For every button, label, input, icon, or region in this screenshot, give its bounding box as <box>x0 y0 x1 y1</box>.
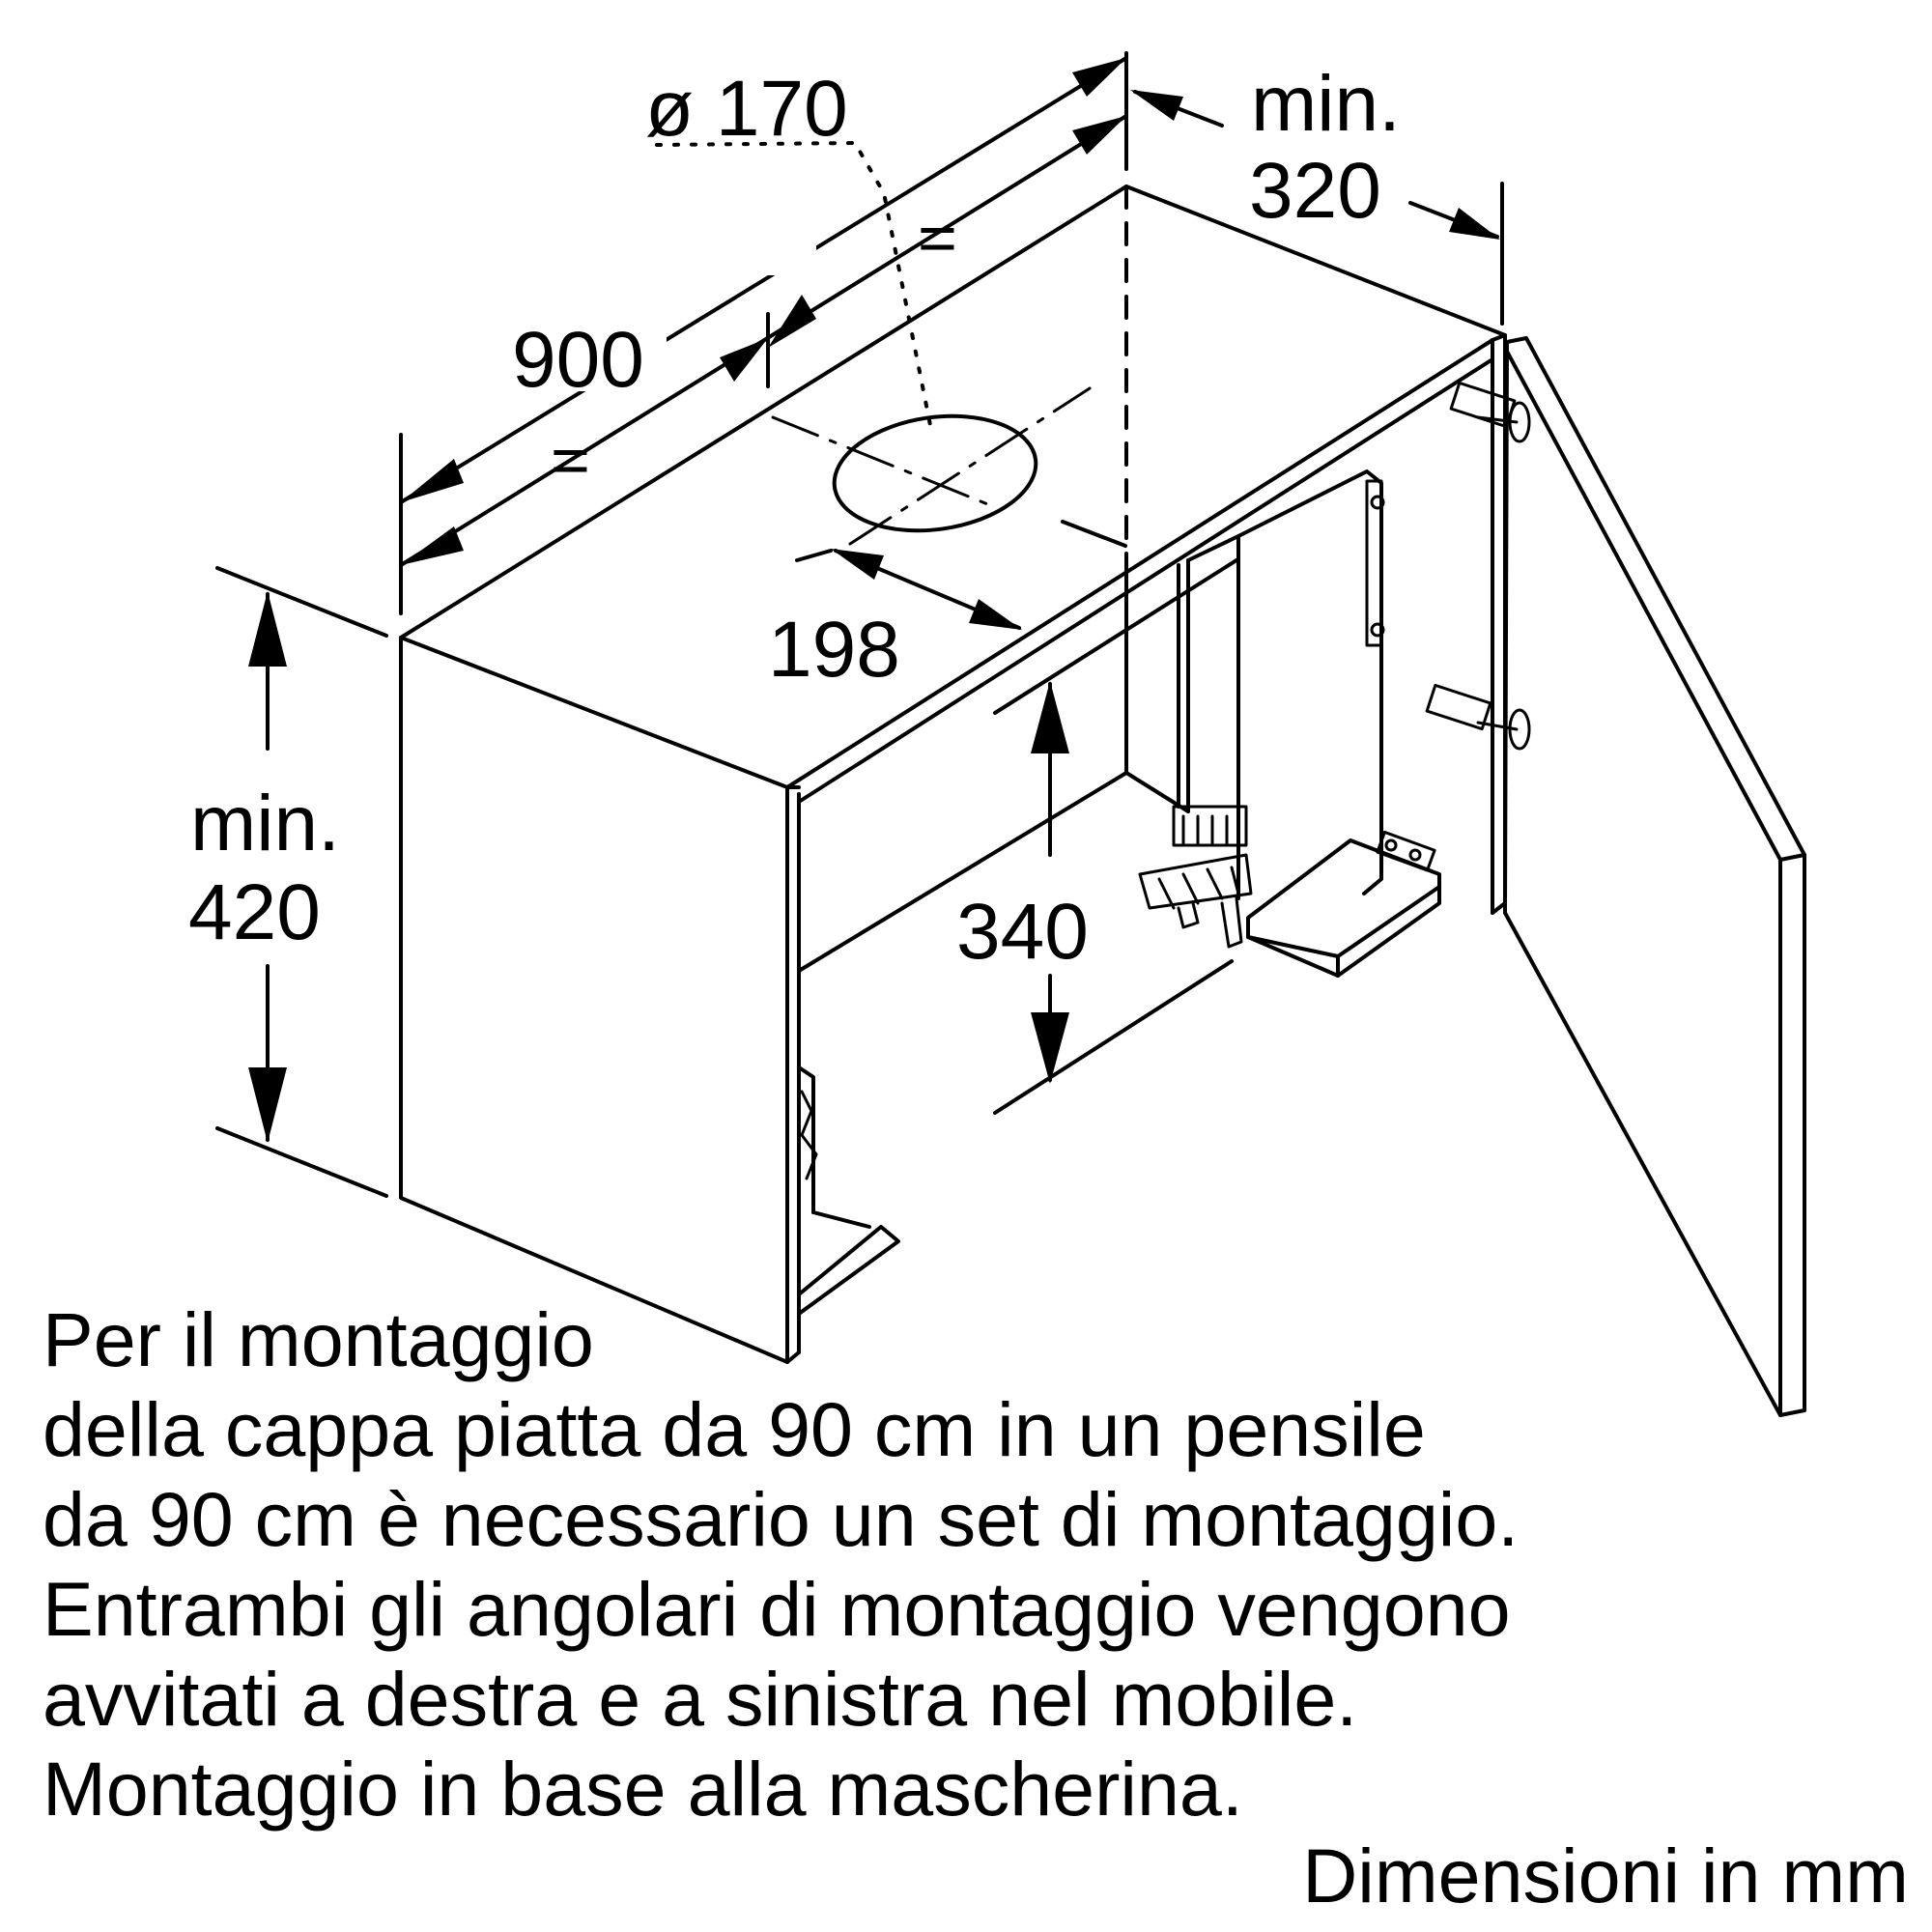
depth-min-label: min. <box>1251 60 1401 148</box>
depth-min-value: 320 <box>1249 147 1381 235</box>
width-label: 900 <box>512 316 644 404</box>
height-min-value: 420 <box>188 868 321 956</box>
offset-label: 198 <box>768 606 900 694</box>
door-hinges <box>1425 381 1531 751</box>
note-line: Entrambi gli angolari di montaggio vengo… <box>43 1566 1511 1652</box>
height-dimension: min. 420 <box>188 566 388 1198</box>
offset-dimension: 198 <box>768 549 1022 694</box>
width-dimension: 900 = = <box>399 51 1128 615</box>
depth-dimension: min. 320 <box>1130 60 1504 326</box>
installation-note: Per il montaggio della cappa piatta da 9… <box>43 1294 1519 1833</box>
diameter-label: ø 170 <box>645 65 848 153</box>
note-line: della cappa piatta da 90 cm in un pensil… <box>43 1386 1426 1472</box>
cabinet-door-open <box>1503 336 1806 1417</box>
mounting-bracket-right <box>1177 469 1441 978</box>
mounting-bracket-left <box>797 1065 900 1316</box>
duct-opening <box>771 386 1127 562</box>
equal-mark-left: = <box>551 422 590 497</box>
hinge-clip-detail <box>1138 805 1253 949</box>
equal-mark-right: = <box>918 200 957 275</box>
note-line: avvitati a destra e a sinistra nel mobil… <box>43 1656 1358 1742</box>
inner-height-dimension: 340 <box>956 558 1238 1115</box>
height-min-label: min. <box>190 780 340 867</box>
note-line: Per il montaggio <box>43 1296 594 1382</box>
cabinet-left-panel <box>399 636 801 1364</box>
diameter-dimension: ø 170 <box>645 65 934 437</box>
note-line: Montaggio in base alla mascherina. <box>43 1746 1243 1832</box>
units-label: Dimensioni in mm <box>1302 1833 1909 1918</box>
inner-height-label: 340 <box>956 888 1089 976</box>
note-line: da 90 cm è necessario un set di montaggi… <box>43 1476 1520 1562</box>
